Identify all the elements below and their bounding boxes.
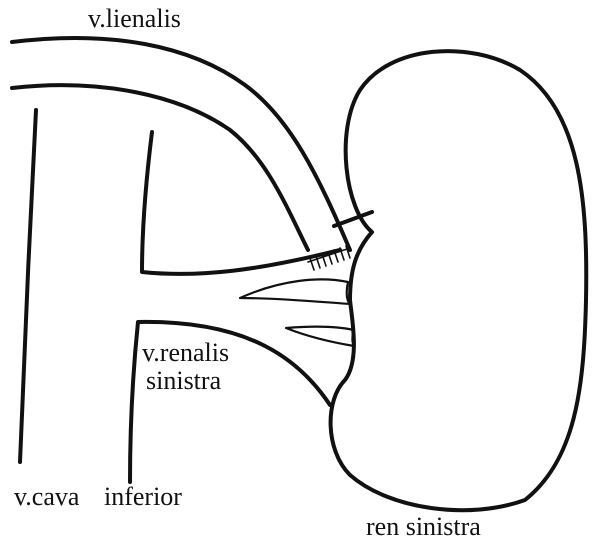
splenic-vein-lower-wall <box>12 85 308 250</box>
hilum-vessel-lower <box>286 327 354 346</box>
label-inferior: inferior <box>104 484 182 510</box>
label-v-renalis: v.renalis <box>142 340 229 366</box>
label-ren-sinistra: ren sinistra <box>366 514 481 540</box>
label-v-lienalis: v.lienalis <box>88 6 181 32</box>
vena-cava-right-wall-upper <box>142 132 340 274</box>
label-v-cava: v.cava <box>14 484 79 510</box>
hilum-vessel-upper <box>240 279 350 304</box>
splenic-vein-upper-wall <box>12 38 350 250</box>
label-sinistra: sinistra <box>146 368 221 394</box>
vena-cava-left-wall <box>20 110 36 462</box>
kidney-outline <box>331 51 587 510</box>
